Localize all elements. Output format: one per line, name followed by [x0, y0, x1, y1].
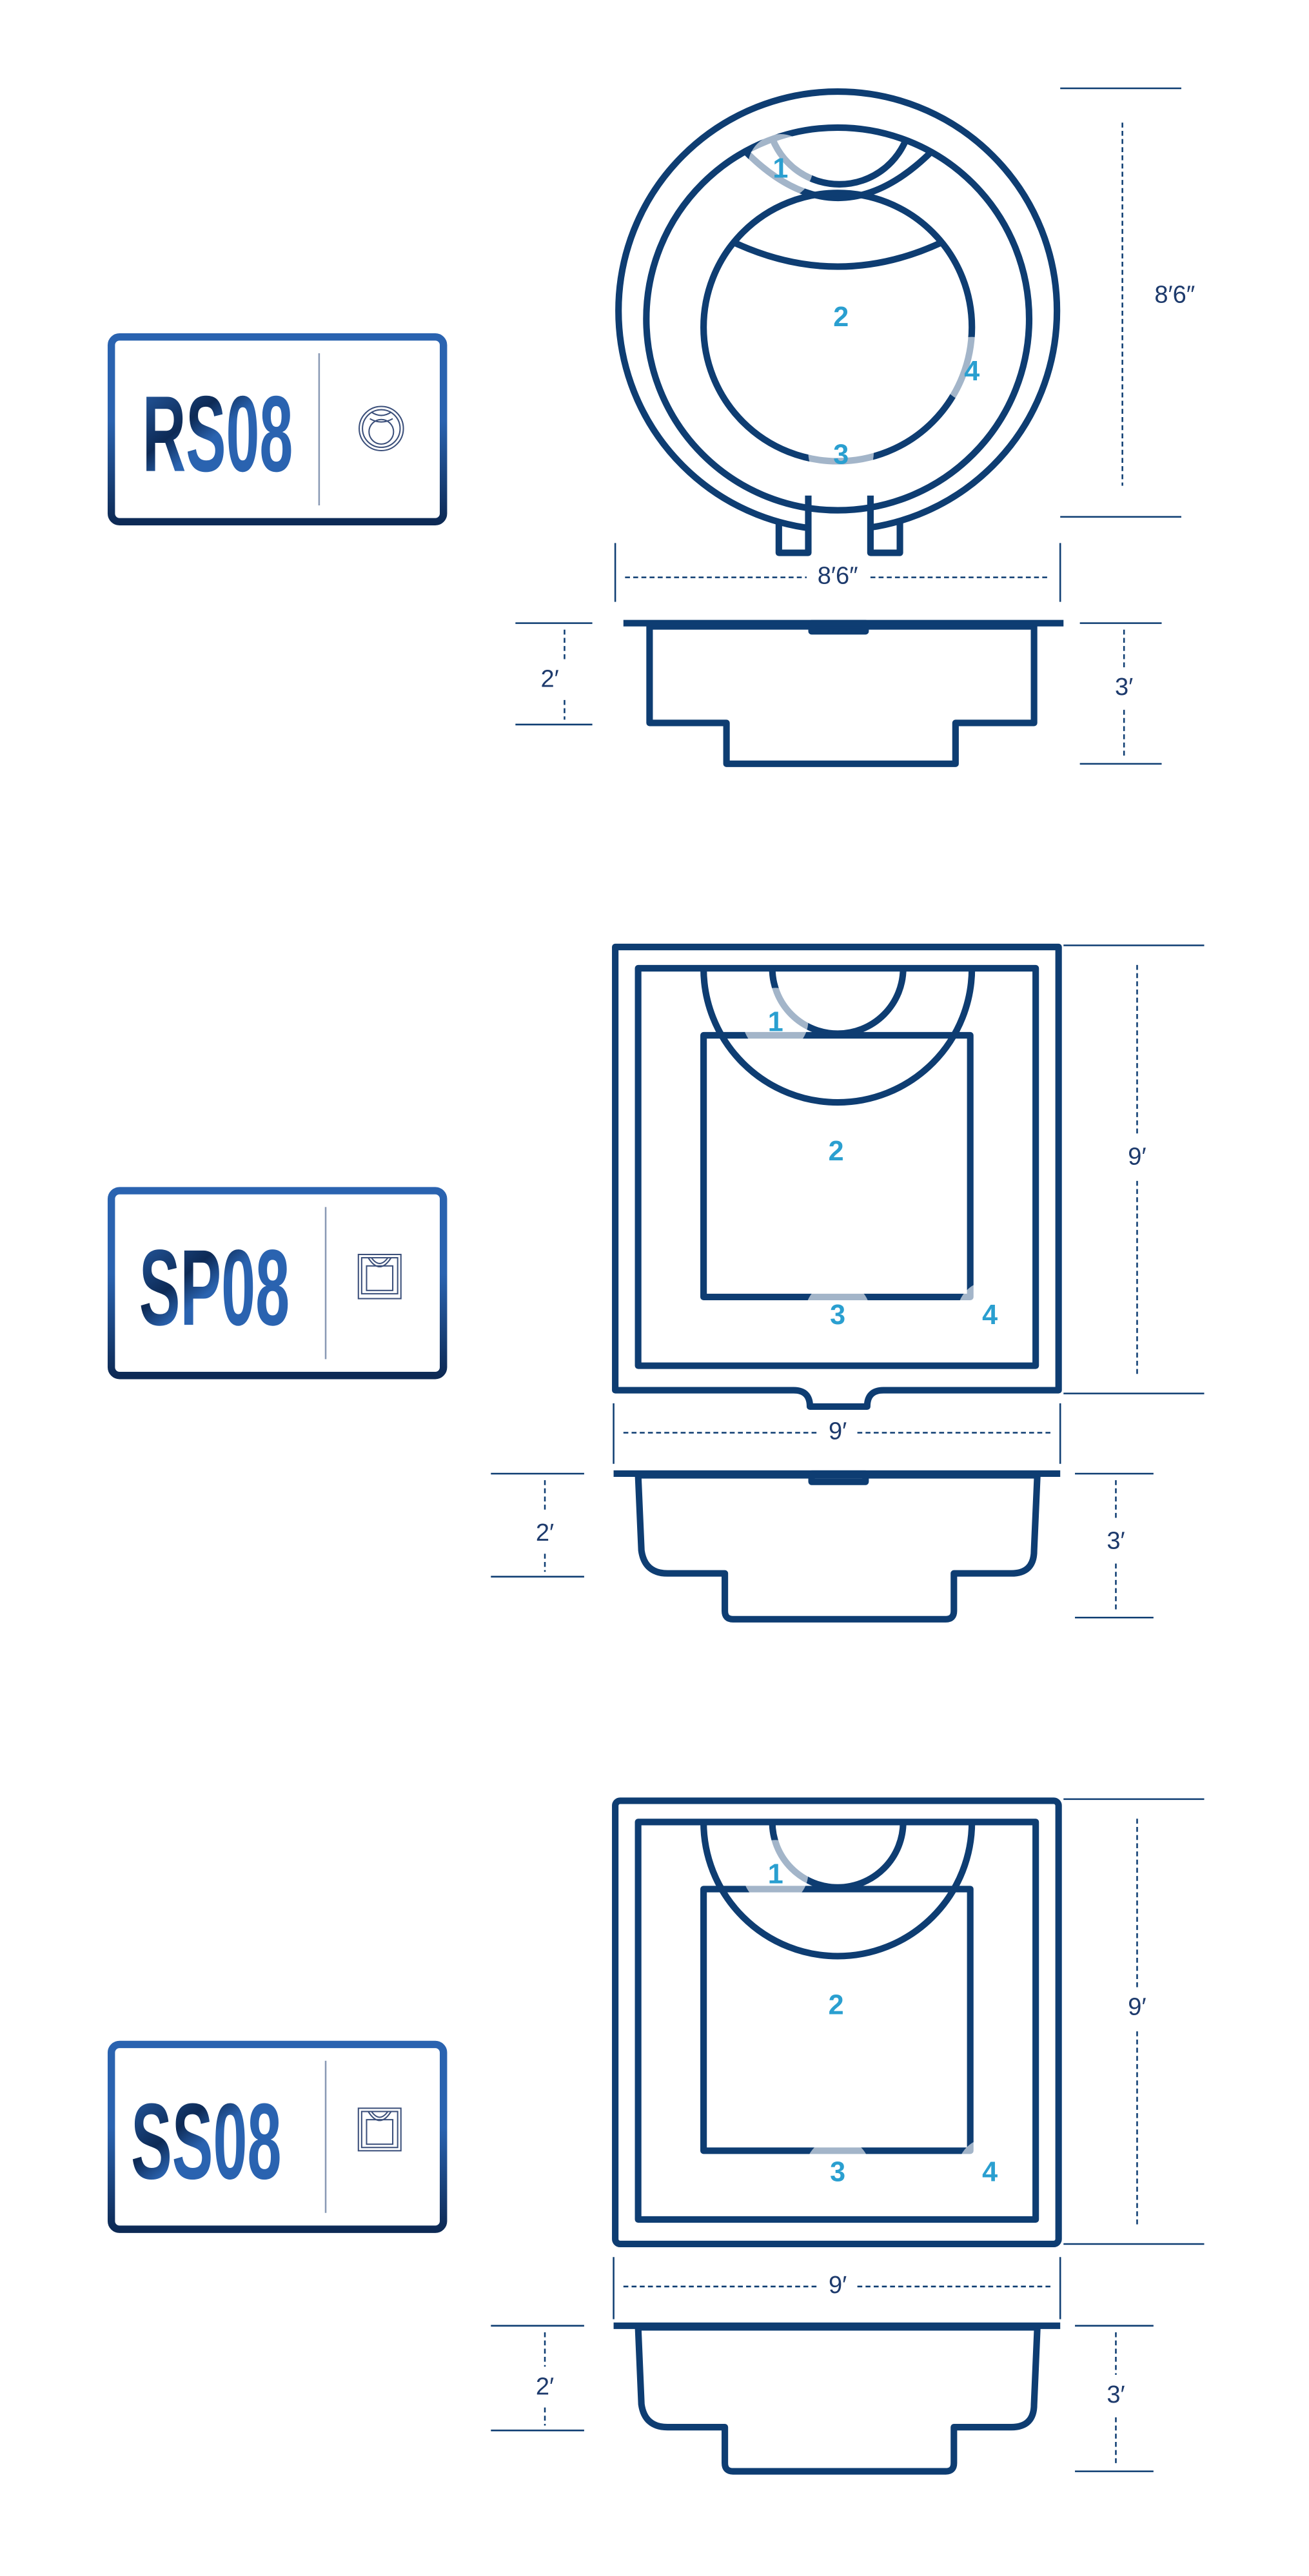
model-name: SP08 — [139, 1227, 290, 1348]
seat-marker: 2 — [808, 282, 874, 349]
svg-text:9′: 9′ — [829, 1418, 847, 1445]
top-view: 1 2 3 4 — [612, 1797, 1062, 2248]
width-dimension: 9′ — [613, 1403, 1061, 1464]
svg-text:9′: 9′ — [1128, 1143, 1146, 1170]
seat-marker: 3 — [808, 420, 874, 486]
model-name: SS08 — [131, 2081, 281, 2201]
model-rs08: RS08 1 2 3 4 — [107, 87, 1217, 767]
top-view: 1 2 3 4 — [615, 88, 1061, 565]
svg-text:4: 4 — [964, 356, 979, 387]
seat-marker: 3 — [805, 1280, 871, 1347]
shallow-depth-dimension: 2′ — [491, 1472, 584, 1578]
deep-depth-dimension: 3′ — [1079, 622, 1162, 765]
svg-text:1: 1 — [773, 153, 788, 184]
seat-marker: 1 — [747, 134, 814, 200]
width-dimension: 8′6″ — [614, 543, 1061, 602]
svg-text:9′: 9′ — [829, 2272, 847, 2299]
seat-marker: 4 — [939, 337, 1005, 403]
top-view: 1 2 3 4 — [612, 943, 1062, 1410]
svg-text:1: 1 — [768, 1859, 783, 1890]
seat-marker: 4 — [957, 1280, 1023, 1347]
shallow-depth-dimension: 2′ — [491, 2325, 584, 2432]
svg-text:3′: 3′ — [1115, 674, 1133, 701]
seat-marker: 4 — [957, 2138, 1023, 2203]
model-ss08: SS08 1 2 3 4 9′ — [107, 1797, 1205, 2475]
shallow-depth-dimension: 2′ — [515, 622, 593, 726]
seat-marker: 2 — [803, 1971, 869, 2036]
svg-text:2: 2 — [829, 1990, 844, 2021]
model-label-card: RS08 — [107, 333, 448, 526]
svg-text:1: 1 — [768, 1007, 783, 1038]
svg-text:8′6″: 8′6″ — [818, 563, 858, 590]
svg-text:2′: 2′ — [540, 665, 558, 692]
svg-text:2′: 2′ — [536, 2373, 554, 2400]
svg-text:3′: 3′ — [1107, 1528, 1125, 1555]
seat-marker: 2 — [803, 1117, 869, 1183]
side-view — [613, 1470, 1061, 1623]
width-dimension: 9′ — [613, 2257, 1061, 2319]
model-sp08: SP08 1 2 3 4 9′ — [107, 943, 1205, 1623]
seat-marker: 3 — [805, 2138, 871, 2203]
seat-marker: 1 — [743, 988, 809, 1053]
svg-text:4: 4 — [982, 1300, 998, 1331]
side-view — [623, 620, 1064, 767]
length-dimension: 9′ — [1063, 1798, 1205, 2245]
model-name: RS08 — [143, 374, 293, 494]
svg-text:3: 3 — [830, 1300, 845, 1331]
svg-text:3′: 3′ — [1107, 2381, 1125, 2408]
length-dimension: 9′ — [1063, 944, 1205, 1394]
deep-depth-dimension: 3′ — [1075, 2325, 1154, 2472]
svg-text:3: 3 — [830, 2156, 845, 2187]
seat-marker: 1 — [743, 1840, 809, 1906]
model-label-card: SS08 — [107, 2040, 448, 2233]
svg-text:2′: 2′ — [536, 1519, 554, 1547]
square-spa-with-step-icon — [357, 1253, 402, 1300]
svg-text:2: 2 — [829, 1136, 844, 1167]
length-dimension: 8′6″ — [1060, 87, 1217, 518]
svg-text:3: 3 — [833, 439, 849, 470]
svg-text:4: 4 — [982, 2156, 998, 2187]
square-spa-icon — [357, 2107, 402, 2152]
svg-text:9′: 9′ — [1128, 1994, 1146, 2021]
round-spa-icon — [359, 405, 404, 451]
model-label-card: SP08 — [107, 1187, 448, 1380]
svg-text:8′6″: 8′6″ — [1154, 281, 1195, 308]
side-view — [613, 2322, 1061, 2475]
svg-text:2: 2 — [833, 302, 849, 333]
deep-depth-dimension: 3′ — [1075, 1472, 1154, 1619]
